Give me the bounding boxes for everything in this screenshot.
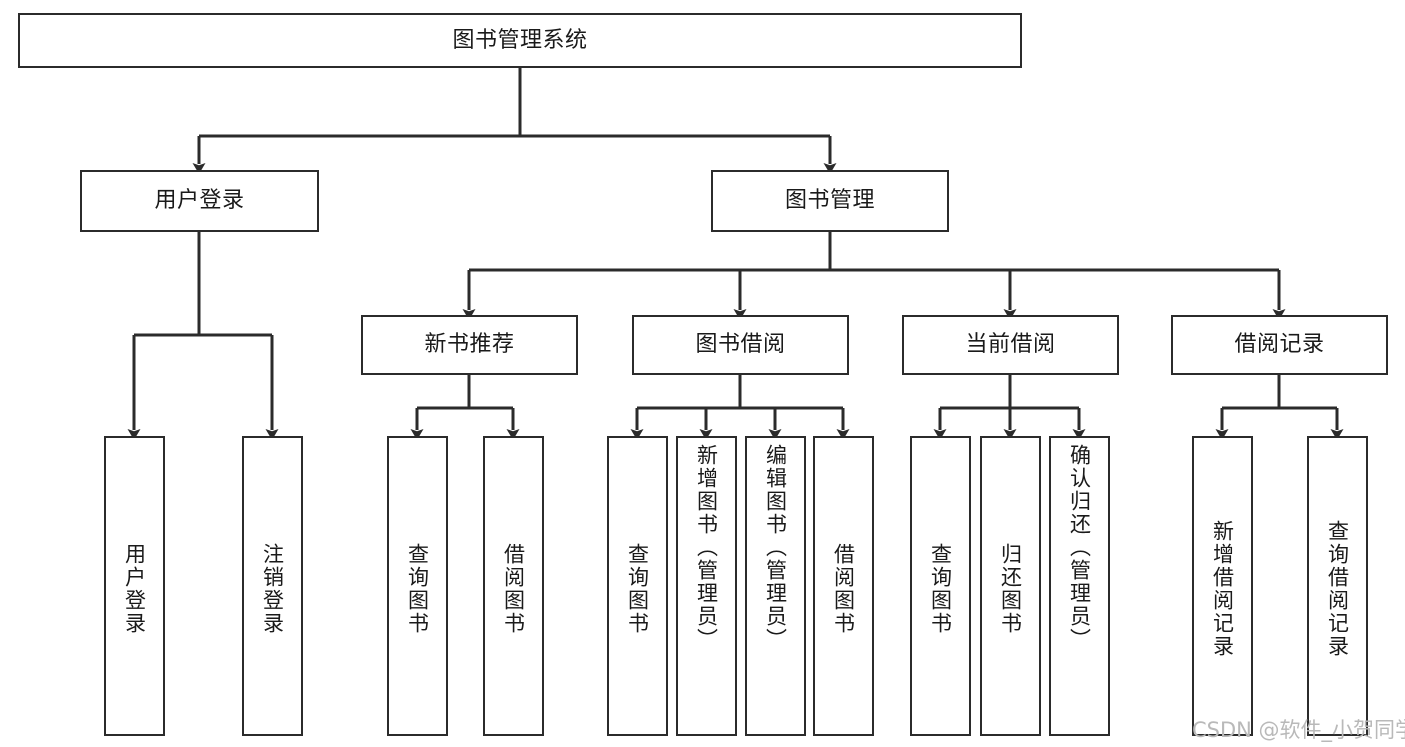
node-label: 借阅记录 xyxy=(1234,332,1325,358)
node-leaf-logout[interactable]: 注销登录 xyxy=(242,436,303,736)
node-book-borrow[interactable]: 图书借阅 xyxy=(632,315,849,375)
node-label: 图书管理系统 xyxy=(452,27,588,53)
node-new-book-recommendation[interactable]: 新书推荐 xyxy=(361,315,578,375)
node-label: 查询图书 xyxy=(405,543,430,635)
node-current-borrow[interactable]: 当前借阅 xyxy=(902,315,1119,375)
node-book-manage[interactable]: 图书管理 xyxy=(711,170,949,232)
node-leaf-borrow-book-new[interactable]: 借阅图书 xyxy=(483,436,544,736)
node-label: 借阅图书 xyxy=(501,543,526,635)
node-leaf-add-borrow-record[interactable]: 新增借阅记录 xyxy=(1192,436,1253,736)
node-label: 当前借阅 xyxy=(965,332,1056,358)
node-leaf-user-login[interactable]: 用户登录 xyxy=(104,436,165,736)
node-label: 确认归还（管理员） xyxy=(1067,444,1092,651)
node-label: 查询借阅记录 xyxy=(1325,520,1350,658)
node-label: 查询图书 xyxy=(928,543,953,635)
node-leaf-return-book[interactable]: 归还图书 xyxy=(980,436,1041,736)
node-leaf-query-book-current[interactable]: 查询图书 xyxy=(910,436,971,736)
node-label: 借阅图书 xyxy=(831,543,856,635)
node-label: 查询图书 xyxy=(625,543,650,635)
node-label: 新书推荐 xyxy=(424,332,515,358)
node-label: 新增借阅记录 xyxy=(1210,520,1235,658)
node-label: 图书借阅 xyxy=(695,332,786,358)
node-leaf-query-book-borrow[interactable]: 查询图书 xyxy=(607,436,668,736)
node-label: 归还图书 xyxy=(998,543,1023,635)
node-leaf-borrow-book-borrow[interactable]: 借阅图书 xyxy=(813,436,874,736)
node-user-login[interactable]: 用户登录 xyxy=(80,170,319,232)
node-root-book-management-system[interactable]: 图书管理系统 xyxy=(18,13,1022,68)
node-label: 编辑图书（管理员） xyxy=(763,444,788,651)
node-leaf-edit-book-admin[interactable]: 编辑图书（管理员） xyxy=(745,436,806,736)
node-label: 用户登录 xyxy=(122,543,147,635)
node-borrow-record[interactable]: 借阅记录 xyxy=(1171,315,1388,375)
node-leaf-confirm-return-admin[interactable]: 确认归还（管理员） xyxy=(1049,436,1110,736)
node-label: 用户登录 xyxy=(154,188,245,214)
node-leaf-query-borrow-record[interactable]: 查询借阅记录 xyxy=(1307,436,1368,736)
node-label: 图书管理 xyxy=(784,188,875,214)
node-label: 注销登录 xyxy=(260,543,285,635)
node-label: 新增图书（管理员） xyxy=(694,444,719,651)
csdn-watermark: CSDN @软件_小贺同学 xyxy=(1192,718,1405,742)
node-leaf-add-book-admin[interactable]: 新增图书（管理员） xyxy=(676,436,737,736)
node-leaf-query-book-new[interactable]: 查询图书 xyxy=(387,436,448,736)
